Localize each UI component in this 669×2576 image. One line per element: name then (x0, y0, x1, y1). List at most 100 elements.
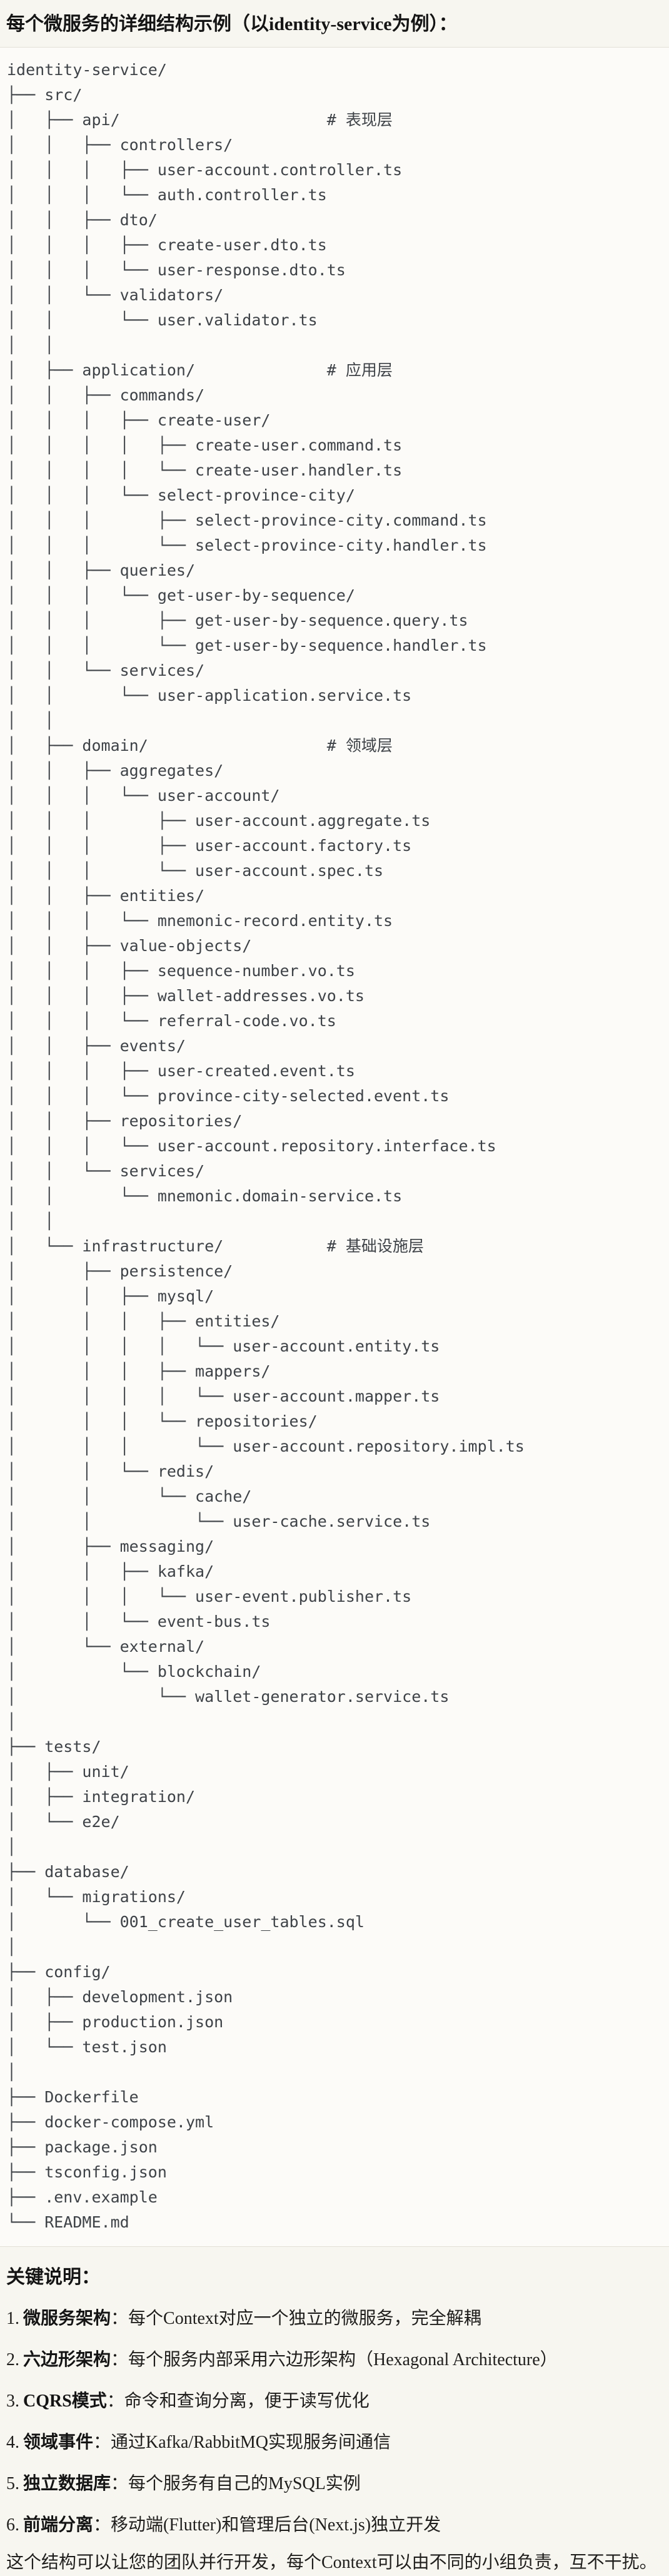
tree-line: │ │ │ └── select-province-city/ (7, 486, 355, 504)
tree-line: │ │ │ └── auth.controller.ts (7, 186, 327, 204)
tree-line: │ │ (7, 711, 54, 730)
note-number: 4. (6, 2433, 19, 2452)
tree-line: │ (7, 1838, 17, 1856)
tree-line: │ │ │ └── user-account.spec.ts (7, 862, 384, 880)
tree-line: │ │ │ └── referral-code.vo.ts (7, 1012, 336, 1030)
tree-line: │ └── migrations/ (7, 1888, 186, 1906)
tree-line: │ │ └── redis/ (7, 1462, 214, 1480)
tree-line: ├── tests/ (7, 1738, 101, 1756)
tree-line: │ │ │ ├── wallet-addresses.vo.ts (7, 987, 365, 1005)
tree-line: │ │ │ ├── user-account.controller.ts (7, 161, 403, 179)
directory-tree: identity-service/├── src/│ ├── api/ # 表现… (7, 58, 661, 2235)
tree-line: │ │ └── services/ (7, 1162, 205, 1180)
tree-line: │ │ ├── queries/ (7, 561, 196, 579)
tree-line: │ │ │ ├── get-user-by-sequence.query.ts (7, 611, 468, 629)
tree-line: │ │ │ ├── sequence-number.vo.ts (7, 962, 355, 980)
tree-line: │ │ └── mnemonic.domain-service.ts (7, 1187, 403, 1205)
notes-heading: 关键说明： (6, 2267, 100, 2288)
tree-line: │ │ │ └── user-account/ (7, 787, 280, 805)
tree-line: │ │ │ │ └── user-account.entity.ts (7, 1337, 440, 1355)
tree-line: │ └── 001_create_user_tables.sql (7, 1913, 365, 1931)
tree-line: │ │ ├── value-objects/ (7, 937, 252, 955)
note-term: 独立数据库 (23, 2474, 111, 2493)
note-text: ：通过Kafka/RabbitMQ实现服务间通信 (93, 2433, 391, 2452)
tree-line: ├── src/ (7, 86, 83, 104)
tree-line: ├── database/ (7, 1863, 129, 1881)
tree-line: │ │ │ ├── entities/ (7, 1312, 280, 1330)
tree-line: │ │ │ ├── user-created.event.ts (7, 1062, 355, 1080)
tree-line: │ ├── messaging/ (7, 1537, 214, 1555)
tree-line: │ │ ├── aggregates/ (7, 761, 224, 780)
tree-line: │ │ │ └── select-province-city.handler.t… (7, 536, 487, 554)
tree-line: │ │ │ └── user-response.dto.ts (7, 261, 346, 279)
tree-line: │ ├── development.json (7, 1988, 233, 2006)
tree-line: │ │ └── user-cache.service.ts (7, 1512, 431, 1530)
tree-line: │ │ │ ├── user-account.aggregate.ts (7, 812, 431, 830)
tree-line: ├── docker-compose.yml (7, 2113, 214, 2131)
note-item: 4.领域事件：通过Kafka/RabbitMQ实现服务间通信 (6, 2431, 663, 2455)
tree-line: │ │ │ └── mnemonic-record.entity.ts (7, 912, 393, 930)
tree-line: │ │ │ ├── mappers/ (7, 1362, 271, 1380)
note-item: 1.微服务架构：每个Context对应一个独立的微服务，完全解耦 (6, 2307, 663, 2331)
note-number: 3. (6, 2391, 19, 2411)
note-number: 1. (6, 2309, 19, 2328)
tree-line: ├── tsconfig.json (7, 2163, 167, 2181)
tree-line: │ │ │ │ └── create-user.handler.ts (7, 461, 403, 479)
tree-line: │ │ │ └── province-city-selected.event.t… (7, 1087, 450, 1105)
note-text: ：每个Context对应一个独立的微服务，完全解耦 (111, 2309, 481, 2328)
note-item: 3.CQRS模式：命令和查询分离，便于读写优化 (6, 2390, 663, 2413)
tree-line: │ │ ├── controllers/ (7, 136, 233, 154)
tree-line: │ ├── production.json (7, 2013, 224, 2031)
tree-line: │ │ │ │ └── user-account.mapper.ts (7, 1387, 440, 1405)
tree-line: ├── package.json (7, 2138, 158, 2156)
tree-line: │ │ │ ├── create-user.dto.ts (7, 236, 327, 254)
tree-line: │ │ │ └── user-event.publisher.ts (7, 1587, 412, 1606)
tree-line: │ │ └── cache/ (7, 1487, 252, 1505)
tree-line: │ ├── integration/ (7, 1788, 196, 1806)
tree-line: │ └── external/ (7, 1637, 205, 1656)
tree-line: ├── Dockerfile (7, 2088, 139, 2106)
tree-line: │ │ │ ├── create-user/ (7, 411, 271, 429)
note-item: 6.前端分离：移动端(Flutter)和管理后台(Next.js)独立开发 (6, 2513, 663, 2537)
tree-line: │ │ │ ├── select-province-city.command.t… (7, 511, 487, 529)
tree-line: │ │ └── event-bus.ts (7, 1612, 271, 1631)
tree-line: │ │ ├── entities/ (7, 887, 205, 905)
tree-line: │ │ └── services/ (7, 661, 205, 680)
note-number: 5. (6, 2474, 19, 2493)
tree-line: │ └── infrastructure/ # 基础设施层 (7, 1237, 424, 1255)
tree-line: │ │ ├── events/ (7, 1037, 186, 1055)
tree-line: │ │ (7, 336, 54, 354)
tree-line: │ │ └── user-application.service.ts (7, 686, 412, 705)
tree-line: │ │ ├── commands/ (7, 386, 205, 404)
tree-line: │ (7, 1713, 17, 1731)
tree-line: identity-service/ (7, 61, 167, 79)
tree-line: │ │ ├── repositories/ (7, 1112, 243, 1130)
note-term: CQRS模式 (23, 2391, 107, 2411)
tree-line: │ │ │ ├── user-account.factory.ts (7, 837, 412, 855)
tree-line: │ │ └── validators/ (7, 286, 224, 304)
tree-line: │ │ │ └── user-account.repository.interf… (7, 1137, 496, 1155)
tree-line: │ │ │ └── user-account.repository.impl.t… (7, 1437, 525, 1455)
tree-line: │ ├── application/ # 应用层 (7, 361, 393, 379)
note-text: ：每个服务内部采用六边形架构（Hexagonal Architecture） (111, 2350, 558, 2370)
tree-line: │ └── blockchain/ (7, 1662, 261, 1681)
tree-line: │ (7, 2063, 17, 2081)
tree-line: │ (7, 1938, 17, 1956)
note-text: ：命令和查询分离，便于读写优化 (106, 2391, 370, 2411)
note-term: 前端分离 (23, 2515, 94, 2535)
tree-line: ├── .env.example (7, 2188, 158, 2206)
tree-line: │ │ │ └── get-user-by-sequence.handler.t… (7, 636, 487, 654)
tree-line: │ │ │ └── get-user-by-sequence/ (7, 586, 355, 604)
note-term: 微服务架构 (23, 2309, 111, 2328)
tree-line: │ └── e2e/ (7, 1813, 120, 1831)
tree-line: │ │ └── user.validator.ts (7, 311, 318, 329)
tree-line: │ │ │ └── repositories/ (7, 1412, 318, 1430)
tree-line: └── README.md (7, 2213, 129, 2231)
tree-line: │ │ ├── dto/ (7, 211, 158, 229)
tree-line: │ ├── unit/ (7, 1763, 129, 1781)
tree-line: │ ├── persistence/ (7, 1262, 233, 1280)
note-number: 6. (6, 2515, 19, 2535)
tree-line: ├── config/ (7, 1963, 111, 1981)
code-block: identity-service/├── src/│ ├── api/ # 表现… (0, 47, 669, 2247)
